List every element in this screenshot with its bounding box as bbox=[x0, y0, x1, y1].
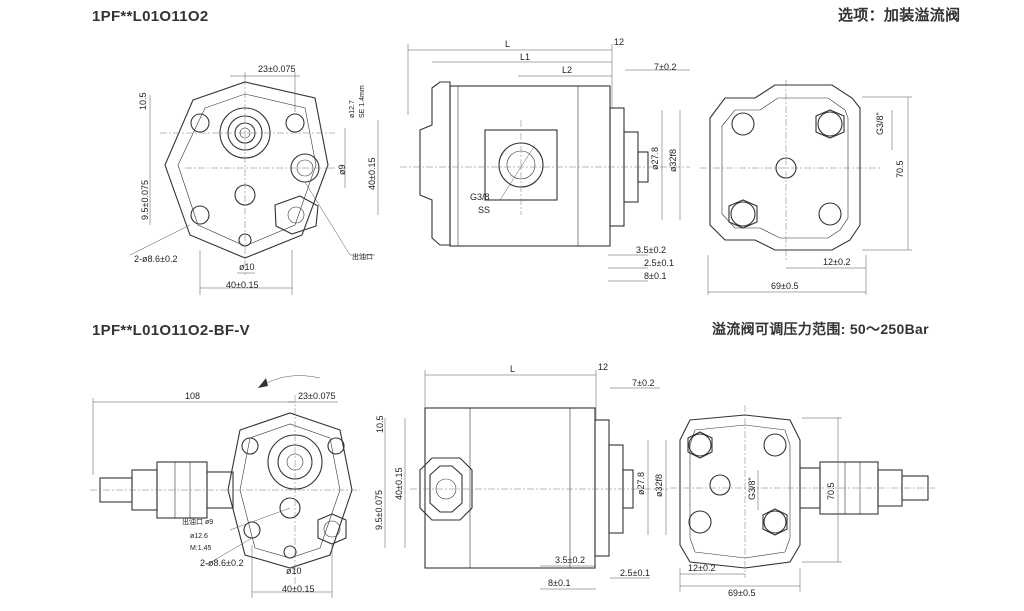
bottom-dim-40-w: 40±0.15 bbox=[282, 584, 314, 594]
top-dim-10-5: 10.5 bbox=[138, 92, 148, 110]
top-dim-70-5: 70.5 bbox=[895, 160, 905, 178]
bottom-dim-3-5: 3.5±0.2 bbox=[555, 555, 585, 565]
bottom-rear-view bbox=[670, 405, 935, 592]
top-dim-L: L bbox=[505, 39, 510, 49]
bottom-rear-port: G3/8" bbox=[747, 477, 757, 500]
pressure-range-note: 溢流阀可调压力范围: 50～250Bar bbox=[712, 321, 929, 337]
bottom-dim-27-8: ø27.8 bbox=[636, 472, 646, 495]
top-dim-12: 12 bbox=[614, 37, 624, 47]
top-dim-8: 8±0.1 bbox=[644, 271, 666, 281]
top-dim-7: 7±0.2 bbox=[654, 62, 676, 72]
bottom-dim-8: 8±0.1 bbox=[548, 578, 570, 588]
top-rear-view bbox=[700, 80, 912, 295]
bottom-dim-108: 108 bbox=[185, 391, 200, 401]
model-title-bottom: 1PF**L01O11O2-BF-V bbox=[92, 322, 250, 339]
top-dim-40-h: 40±0.15 bbox=[367, 158, 377, 190]
bottom-dim-23: 23±0.075 bbox=[298, 391, 335, 401]
top-dim-69: 69±0.5 bbox=[771, 281, 798, 291]
bottom-dim-10-5: 10.5 bbox=[375, 415, 385, 433]
bottom-dim-32f8: ø32f8 bbox=[654, 474, 664, 497]
top-dim-holes: 2-ø8.6±0.2 bbox=[134, 254, 177, 264]
top-dim-shaft: ø12.7 bbox=[349, 100, 356, 118]
top-front-view bbox=[129, 72, 379, 295]
bottom-dim-70-5: 70.5 bbox=[826, 482, 836, 500]
bottom-dim-40-h: 40±0.15 bbox=[394, 468, 404, 500]
top-side-view bbox=[400, 44, 690, 282]
bottom-dim-phi10: ø10 bbox=[286, 566, 302, 576]
top-dim-2-5: 2.5±0.1 bbox=[644, 258, 674, 268]
bottom-dim-12: 12 bbox=[598, 362, 608, 372]
top-dim-3-5: 3.5±0.2 bbox=[636, 245, 666, 255]
top-dim-phi10: ø10 bbox=[239, 262, 255, 272]
top-port-sub: SS bbox=[478, 205, 490, 215]
top-dim-40-w: 40±0.15 bbox=[226, 280, 258, 290]
bottom-rear-dim-12: 12±0.2 bbox=[688, 563, 715, 573]
bottom-front-view bbox=[90, 375, 406, 598]
top-dim-27-8: ø27.8 bbox=[650, 147, 660, 170]
bottom-dim-2-5: 2.5±0.1 bbox=[620, 568, 650, 578]
bottom-dim-7: 7±0.2 bbox=[632, 378, 654, 388]
top-dim-32f8: ø32f8 bbox=[668, 149, 678, 172]
top-dim-phi9: ø9 bbox=[337, 164, 347, 175]
bottom-module-label: M:1.45 bbox=[190, 545, 212, 552]
top-port-label: G3/8 bbox=[470, 192, 490, 202]
top-rear-port: G3/8" bbox=[875, 112, 885, 135]
top-dim-spline: SE 1.4mm bbox=[359, 85, 366, 118]
top-dim-23: 23±0.075 bbox=[258, 64, 295, 74]
top-dim-9-5: 9.5±0.075 bbox=[140, 180, 150, 220]
top-dim-L1: L1 bbox=[520, 52, 530, 62]
top-outlet-label: 出油口 bbox=[352, 252, 373, 261]
top-rear-dim-12: 12±0.2 bbox=[823, 257, 850, 267]
bottom-dim-holes: 2-ø8.6±0.2 bbox=[200, 558, 243, 568]
model-title-top: 1PF**L01O11O2 bbox=[92, 8, 209, 25]
top-dim-L2: L2 bbox=[562, 65, 572, 75]
bottom-dim-L: L bbox=[510, 364, 515, 374]
option-note: 选项：加装溢流阀 bbox=[838, 7, 961, 24]
bottom-side-view bbox=[410, 370, 670, 590]
bottom-shaft-label: ø12.6 bbox=[190, 533, 208, 540]
bottom-outlet-label: 出油口 ø9 bbox=[182, 517, 213, 526]
bottom-dim-9-5: 9.5±0.075 bbox=[374, 490, 384, 530]
bottom-dim-69: 69±0.5 bbox=[728, 588, 755, 598]
